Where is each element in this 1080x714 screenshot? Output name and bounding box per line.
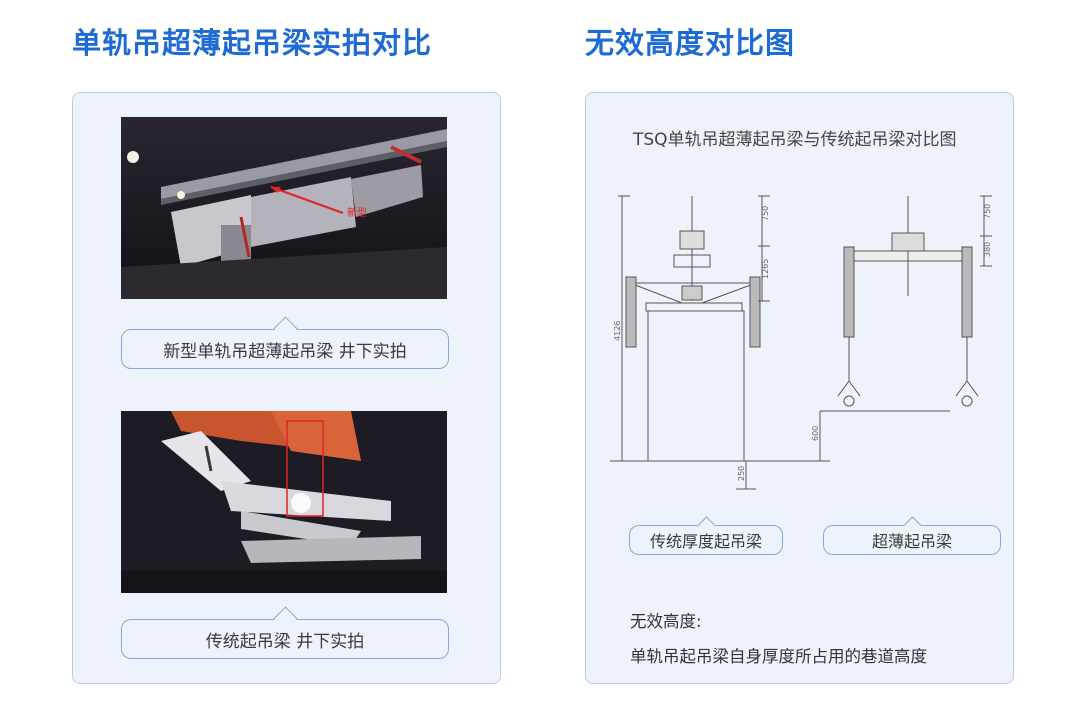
- new-beam-photo: 新型: [121, 117, 447, 299]
- note-body: 单轨吊起吊梁自身厚度所占用的巷道高度: [630, 647, 927, 666]
- dim-left-mid: 1265: [761, 259, 770, 279]
- dim-right-mid: 380: [983, 242, 992, 257]
- new-label-annotation: 新型: [347, 206, 367, 219]
- caption-new-beam-text: 新型单轨吊超薄起吊梁 井下实拍: [163, 341, 407, 362]
- beam-comparison-diagram: 750 1265 4126 250 750 380 600: [610, 195, 992, 490]
- photo-comparison-panel: 新型 新型单轨吊超薄起吊梁 井下实拍: [72, 92, 501, 684]
- dim-left-bottom: 250: [737, 466, 746, 481]
- dim-left-top: 750: [761, 206, 770, 221]
- caption-traditional-beam: 传统起吊梁 井下实拍: [121, 606, 449, 659]
- caption-new-beam: 新型单轨吊超薄起吊梁 井下实拍: [121, 316, 449, 369]
- label-ultrathin-beam-text: 超薄起吊梁: [871, 532, 952, 551]
- dim-right-low: 600: [811, 426, 820, 441]
- diagram-title: TSQ单轨吊超薄起吊梁与传统起吊梁对比图: [633, 130, 957, 150]
- height-comparison-panel: TSQ单轨吊超薄起吊梁与传统起吊梁对比图: [585, 92, 1014, 684]
- traditional-beam-photo-image: [121, 411, 447, 593]
- label-traditional-beam-text: 传统厚度起吊梁: [649, 532, 762, 551]
- right-heading: 无效高度对比图: [585, 26, 796, 60]
- dim-left-total: 4126: [613, 321, 622, 341]
- traditional-beam-photo: [121, 411, 447, 593]
- label-ultrathin-beam: 超薄起吊梁: [823, 516, 1001, 555]
- caption-traditional-beam-text: 传统起吊梁 井下实拍: [205, 631, 365, 652]
- label-traditional-beam: 传统厚度起吊梁: [629, 516, 783, 555]
- left-heading: 单轨吊超薄起吊梁实拍对比: [72, 26, 433, 60]
- new-beam-photo-image: 新型: [121, 117, 447, 299]
- note-title: 无效高度:: [630, 612, 702, 631]
- dim-right-top: 750: [983, 204, 992, 219]
